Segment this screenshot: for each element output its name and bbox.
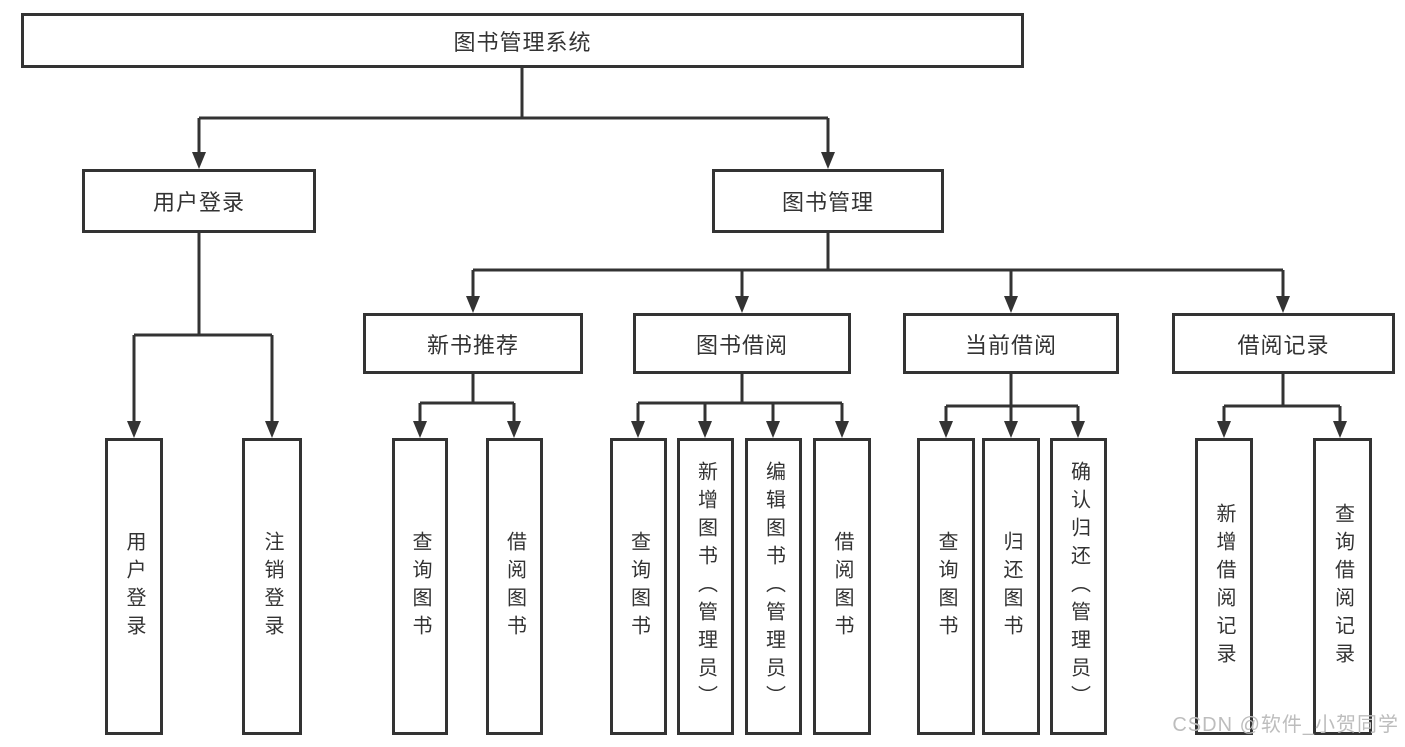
leaf-cb-confirm-return-admin: 确认归还（管理员） [1050,438,1107,735]
leaf-user-login: 用户登录 [105,438,163,735]
leaf-nb-query-books: 查询图书 [392,438,448,735]
node-new-book-recommend: 新书推荐 [363,313,583,374]
leaf-br-query-record: 查询借阅记录 [1313,438,1372,735]
leaf-cb-query-books: 查询图书 [917,438,975,735]
watermark: CSDN @软件_小贺同学 [1172,714,1399,736]
node-book-borrow: 图书借阅 [633,313,851,374]
leaf-bb-borrow-books: 借阅图书 [813,438,871,735]
node-borrow-records: 借阅记录 [1172,313,1395,374]
connector-stems [132,67,1342,423]
leaf-bb-query-books: 查询图书 [610,438,667,735]
leaf-logout: 注销登录 [242,438,302,735]
leaf-bb-edit-books-admin: 编辑图书（管理员） [745,438,802,735]
node-user-login: 用户登录 [82,169,316,233]
node-current-borrow: 当前借阅 [903,313,1119,374]
leaf-br-add-record: 新增借阅记录 [1195,438,1253,735]
leaf-cb-return-books: 归还图书 [982,438,1040,735]
node-book-management: 图书管理 [712,169,944,233]
node-root: 图书管理系统 [21,13,1024,68]
connector-arrowheads [127,152,1347,438]
leaf-bb-add-books-admin: 新增图书（管理员） [677,438,734,735]
leaf-nb-borrow-books: 借阅图书 [486,438,543,735]
